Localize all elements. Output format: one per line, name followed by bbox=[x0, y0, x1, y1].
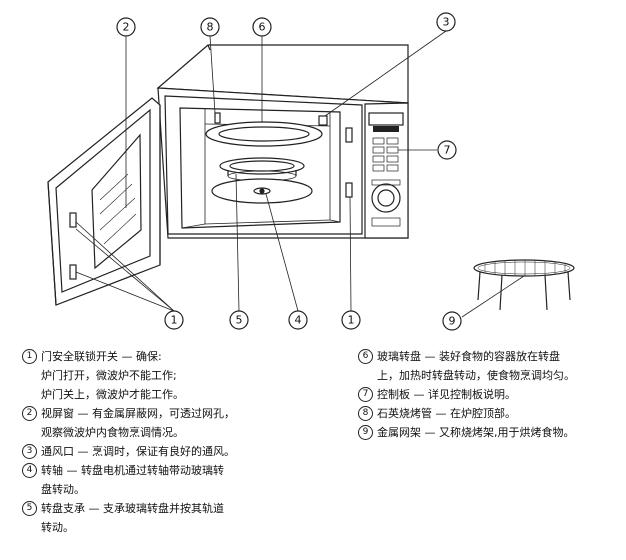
glass-turntable bbox=[205, 121, 323, 147]
legend-item-4: 4 转轴 — 转盘电机通过转轴带动玻璃转盘转动。 bbox=[22, 461, 294, 499]
legend-item-5: 5 转盘支承 — 支承玻璃转盘并按其轨道转动。 bbox=[22, 499, 294, 537]
legend-item-8: 8 石英烧烤管 — 在炉腔顶部。 bbox=[358, 404, 620, 423]
callout-2: 2 bbox=[123, 21, 130, 34]
metal-rack bbox=[473, 259, 575, 311]
legend-line: 通风口 — 烹调时，保证有良好的通风。 bbox=[41, 445, 235, 458]
callout-7: 7 bbox=[444, 144, 451, 157]
legend-text: 石英烧烤管 — 在炉腔顶部。 bbox=[377, 404, 620, 423]
legend-text: 控制板 — 详见控制板说明。 bbox=[377, 385, 620, 404]
legend-number: 3 bbox=[22, 444, 37, 459]
legend-item-6: 6 玻璃转盘 — 装好食物的容器放在转盘上，加热时转盘转动，使食物烹调均匀。 bbox=[358, 347, 620, 385]
callout-circles bbox=[116, 12, 462, 331]
legend-text: 通风口 — 烹调时，保证有良好的通风。 bbox=[41, 442, 294, 461]
legend-number: 6 bbox=[358, 349, 373, 364]
control-panel bbox=[364, 102, 409, 239]
microwave-diagram: 2 8 6 3 7 1 5 4 1 9 bbox=[47, 12, 575, 331]
viewing-window bbox=[99, 173, 137, 245]
legend-item-3: 3 通风口 — 烹调时，保证有良好的通风。 bbox=[22, 442, 294, 461]
legend-item-2: 2 视屏窗 — 有金属屏蔽网，可透过网孔， 观察微波炉内食物烹调情况。 bbox=[22, 404, 294, 442]
leader-lines bbox=[75, 30, 525, 318]
turntable-support bbox=[219, 157, 305, 182]
legend-number: 2 bbox=[22, 406, 37, 421]
legend-number: 9 bbox=[358, 425, 373, 440]
legend-line: 上，加热时转盘转动，使食物烹调均匀。 bbox=[377, 369, 575, 382]
legend-item-9: 9 金属网架 — 又称烧烤架,用于烘烤食物。 bbox=[358, 423, 620, 442]
legend-text: 金属网架 — 又称烧烤架,用于烘烤食物。 bbox=[377, 423, 620, 442]
legend-line: 金属网架 — 又称烧烤架,用于烘烤食物。 bbox=[377, 426, 575, 439]
turntable-shaft bbox=[211, 178, 313, 204]
callout-4: 4 bbox=[295, 314, 302, 327]
callout-1-door: 1 bbox=[171, 314, 178, 327]
legend-number: 8 bbox=[358, 406, 373, 421]
legend-line: 转动。 bbox=[41, 521, 74, 534]
legend-text: 转盘支承 — 支承玻璃转盘并按其轨道转动。 bbox=[41, 499, 294, 537]
legend-line: 转轴 — 转盘电机通过转轴带动玻璃转 bbox=[41, 464, 224, 477]
callout-5: 5 bbox=[236, 314, 243, 327]
legend-line: 观察微波炉内食物烹调情况。 bbox=[41, 426, 184, 439]
door-interlock-switches bbox=[345, 127, 353, 198]
legend-line: 炉门打开，微波炉不能工作; bbox=[41, 369, 177, 382]
oven-door bbox=[47, 97, 161, 306]
legend-item-1: 1 门安全联锁开关 — 确保: 炉门打开，微波炉不能工作; 炉门关上，微波炉才能工作。 bbox=[22, 347, 294, 404]
legend-line: 石英烧烤管 — 在炉腔顶部。 bbox=[377, 407, 516, 420]
callout-1-body: 1 bbox=[348, 314, 355, 327]
legend-number: 7 bbox=[358, 387, 373, 402]
legend-text: 视屏窗 — 有金属屏蔽网，可透过网孔， 观察微波炉内食物烹调情况。 bbox=[41, 404, 294, 442]
legend-right-column: 6 玻璃转盘 — 装好食物的容器放在转盘上，加热时转盘转动，使食物烹调均匀。 7 控制… bbox=[358, 347, 620, 442]
legend-left-column: 1 门安全联锁开关 — 确保: 炉门打开，微波炉不能工作; 炉门关上，微波炉才能工作。… bbox=[22, 347, 294, 537]
legend-item-7: 7 控制板 — 详见控制板说明。 bbox=[358, 385, 620, 404]
callout-9: 9 bbox=[449, 315, 456, 328]
legend-line: 炉门关上，微波炉才能工作。 bbox=[41, 388, 184, 401]
legend-line: 盘转动。 bbox=[41, 483, 85, 496]
callout-3: 3 bbox=[443, 16, 450, 29]
legend-line: 转盘支承 — 支承玻璃转盘并按其轨道 bbox=[41, 502, 224, 515]
legend-line: 控制板 — 详见控制板说明。 bbox=[377, 388, 516, 401]
legend-number: 4 bbox=[22, 463, 37, 478]
vent bbox=[318, 115, 328, 126]
legend-text: 门安全联锁开关 — 确保: 炉门打开，微波炉不能工作; 炉门关上，微波炉才能工作。 bbox=[41, 347, 294, 404]
legend-number: 5 bbox=[22, 501, 37, 516]
legend-line: 视屏窗 — 有金属屏蔽网，可透过网孔， bbox=[41, 407, 235, 420]
legend-number: 1 bbox=[22, 349, 37, 364]
callout-6: 6 bbox=[259, 21, 266, 34]
legend-line: 玻璃转盘 — 装好食物的容器放在转盘 bbox=[377, 350, 560, 363]
legend-line: 门安全联锁开关 — 确保: bbox=[41, 350, 162, 363]
legend-text: 玻璃转盘 — 装好食物的容器放在转盘上，加热时转盘转动，使食物烹调均匀。 bbox=[377, 347, 620, 385]
quartz-grill-tube bbox=[214, 112, 221, 124]
callout-8: 8 bbox=[207, 21, 214, 34]
legend-text: 转轴 — 转盘电机通过转轴带动玻璃转盘转动。 bbox=[41, 461, 294, 499]
